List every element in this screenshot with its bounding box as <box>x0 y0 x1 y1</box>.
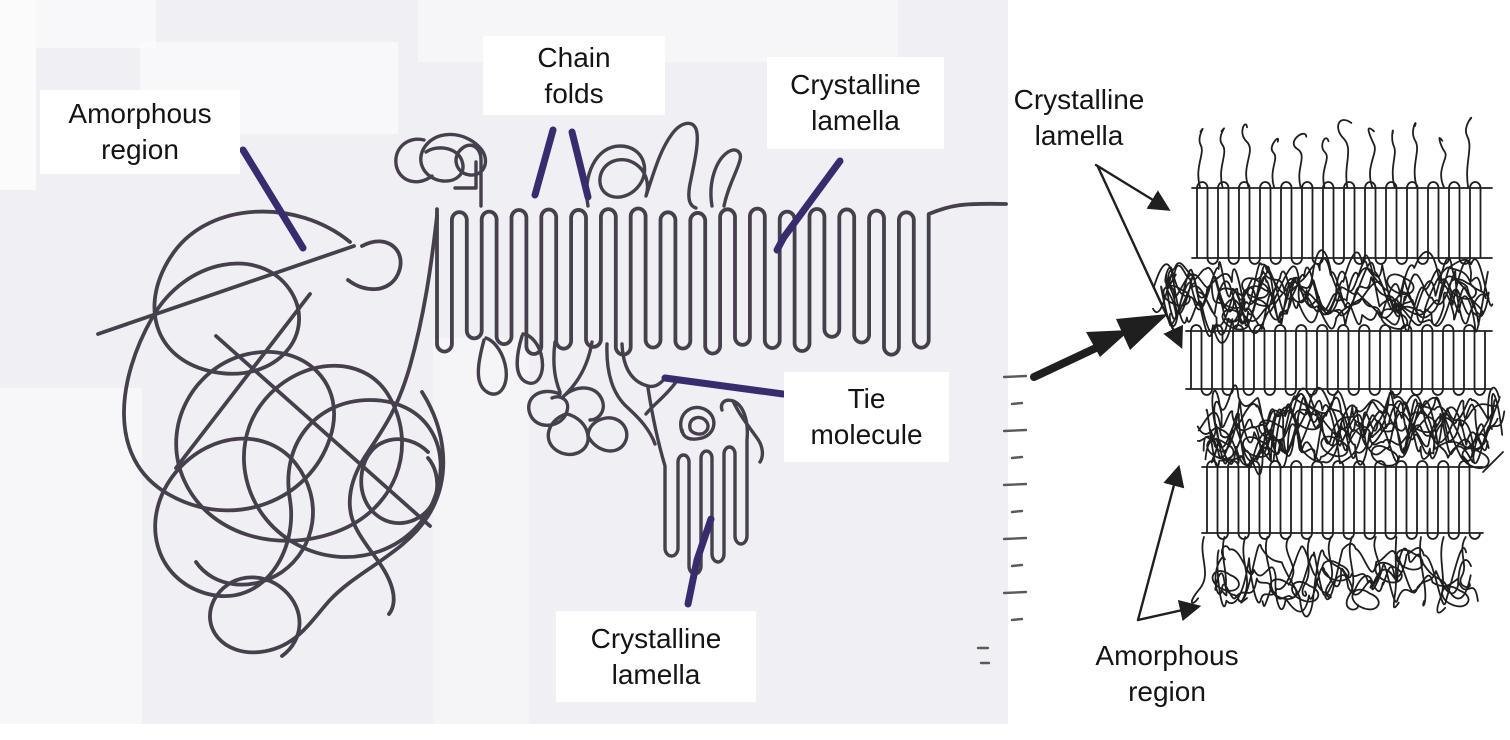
amorphous-right-arrows <box>1136 464 1202 622</box>
amorphous-tangle-left <box>96 209 446 658</box>
margin-dashes <box>976 374 1028 665</box>
stacked-lamellae-diagram <box>976 116 1506 665</box>
pointer-amorphous-left <box>239 146 307 252</box>
pointer-crystalline-bottom <box>684 515 715 608</box>
edge-stroke <box>1482 451 1504 473</box>
pointer-chain-folds-right <box>568 128 592 201</box>
pointer-crystalline-top <box>773 157 844 254</box>
tangle-chord <box>174 292 312 470</box>
pointer-lines <box>239 126 844 608</box>
amorphous-layer-lower <box>1196 384 1506 476</box>
tangle-chord <box>96 244 356 336</box>
pointer-tie-molecule <box>661 374 787 398</box>
chain-fringe-bottom <box>1191 536 1479 618</box>
lower-lamella <box>646 386 765 576</box>
thick-arrow <box>1030 314 1168 381</box>
amorphous-layer-upper <box>1152 249 1494 344</box>
label-crystalline-lamella-top: Crystalline lamella <box>767 57 944 149</box>
chain-fringe-top <box>1197 116 1473 188</box>
label-crystalline-lamella-bottom: Crystalline lamella <box>556 611 756 702</box>
label-amorphous-region-right: Amorphous region <box>1095 640 1239 707</box>
label-amorphous-region-left: Amorphous region <box>40 90 240 174</box>
label-crystalline-lamella-right: Crystalline lamella <box>1013 84 1145 151</box>
chain-knot <box>527 386 629 456</box>
lamella-bands <box>1185 181 1493 540</box>
pointer-chain-folds-left <box>531 126 557 199</box>
label-chain-folds: Chain folds <box>483 36 665 115</box>
chain-fold-comb <box>347 121 1008 616</box>
label-tie-molecule: Tie molecule <box>784 372 949 462</box>
